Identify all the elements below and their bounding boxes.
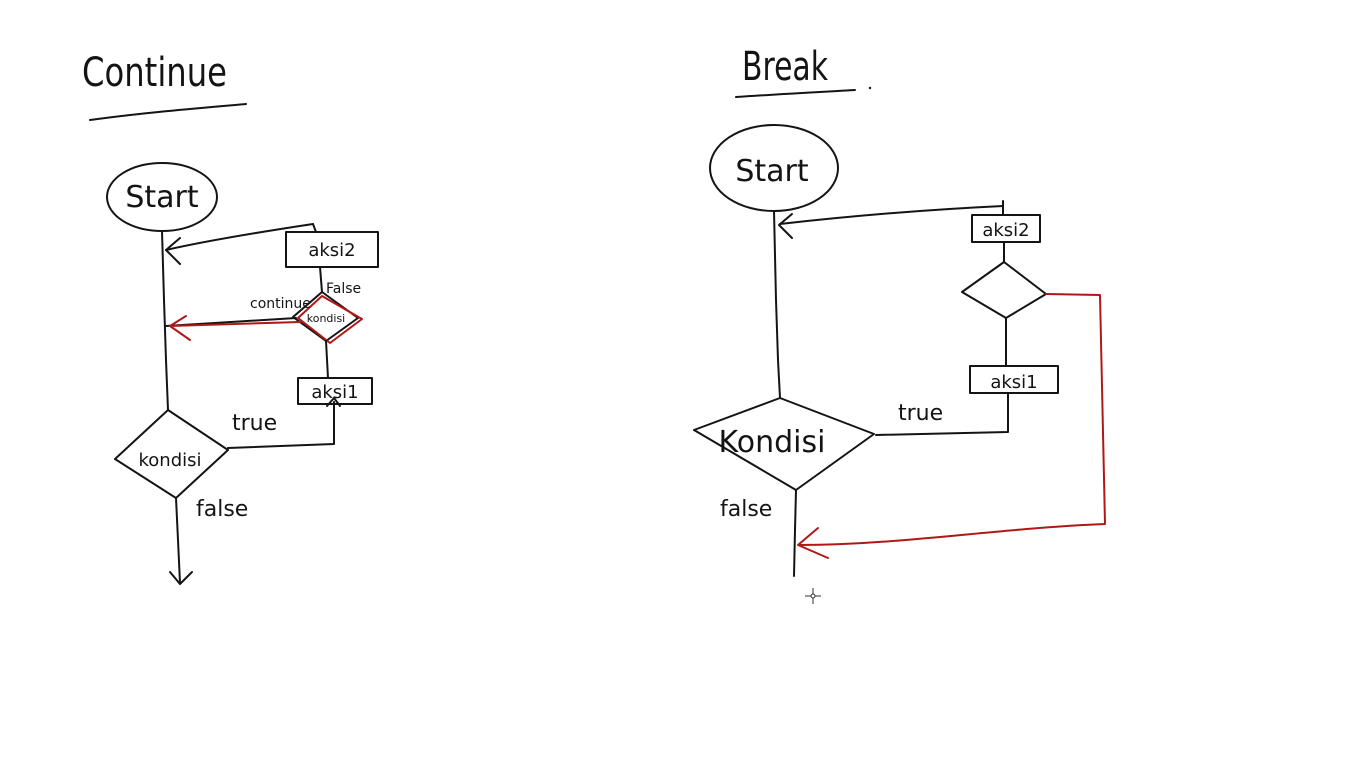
break-condition-label: Kondisi <box>719 425 826 460</box>
continue-continue-red-line <box>169 321 301 327</box>
continue-inner-diamond-highlight <box>297 295 363 344</box>
break-true-line <box>875 392 1009 436</box>
break-inner-diamond <box>961 261 1047 319</box>
break-diagram: Break Start aksi2 aksi1 true Kondi <box>693 44 1106 577</box>
continue-main-line <box>161 230 169 411</box>
break-aksi1-label: aksi1 <box>990 372 1037 393</box>
break-break-arrowhead <box>797 527 829 559</box>
continue-start-label: Start <box>125 180 199 215</box>
break-aksi2-label: aksi2 <box>982 220 1029 241</box>
break-title: Break <box>742 44 829 90</box>
continue-loop-back-line <box>165 223 314 251</box>
continue-exit-arrowhead <box>169 571 193 585</box>
continue-title: Continue <box>82 50 227 96</box>
continue-aksi2-label: aksi2 <box>308 240 355 261</box>
break-loop-arrowhead <box>778 213 793 239</box>
break-break-red-line <box>799 293 1106 546</box>
continue-aksi2-box <box>285 231 379 268</box>
continue-inner-condition-label: kondisi <box>307 312 346 325</box>
continue-diagram: Continue Start aksi2 False kondisi conti… <box>82 50 379 585</box>
continue-title-underline <box>89 103 247 121</box>
continue-inner-false-label: False <box>326 281 361 297</box>
break-main-line <box>773 210 781 399</box>
break-true-label: true <box>898 401 943 426</box>
continue-true-line <box>227 401 335 449</box>
continue-aksi1-label: aksi1 <box>311 382 358 403</box>
crosshair-icon <box>805 588 821 604</box>
continue-true-label: true <box>232 411 277 436</box>
continue-continue-label: continue <box>250 296 311 312</box>
break-aksi2-box <box>971 214 1041 243</box>
break-false-label: false <box>720 497 772 522</box>
continue-continue-arrowhead <box>169 315 191 341</box>
continue-false-label: false <box>196 497 248 522</box>
continue-aksi2-to-cond-line <box>319 266 323 293</box>
break-start-label: Start <box>735 154 809 189</box>
continue-aksi2-top-tick <box>312 223 317 233</box>
break-aksi1-box <box>969 365 1059 394</box>
break-title-underline <box>735 89 856 98</box>
continue-false-line <box>175 497 181 584</box>
continue-cond-to-aksi1-line <box>325 340 329 379</box>
break-false-line <box>793 489 797 577</box>
continue-condition-label: kondisi <box>138 450 201 471</box>
break-title-dot <box>868 86 872 90</box>
continue-loop-arrowhead <box>165 237 181 265</box>
continue-true-arrowhead <box>326 397 341 407</box>
break-loop-back-line <box>779 205 1004 225</box>
